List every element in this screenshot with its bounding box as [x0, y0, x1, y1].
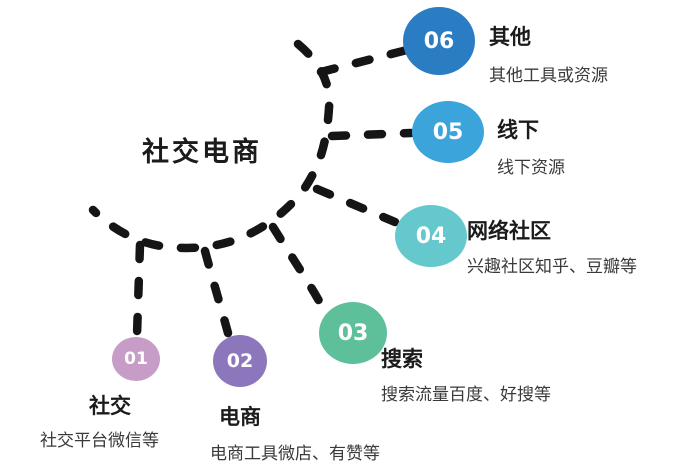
node-01-number: 01 [124, 349, 148, 369]
node-03-circle: 03 [319, 302, 387, 364]
node-06-number: 06 [423, 28, 455, 54]
diagram-title: 社交电商 [142, 137, 262, 168]
node-02-circle: 02 [213, 335, 267, 387]
node-02-number: 02 [226, 350, 254, 372]
node-01-circle: 01 [112, 337, 160, 381]
node-05-desc: 线下资源 [497, 158, 565, 178]
branch-line-05 [327, 128, 416, 141]
branch-line-06 [316, 45, 412, 77]
branch-line-03 [268, 222, 328, 313]
node-02-desc: 电商工具微店、有赞等 [210, 444, 380, 464]
branch-line-02 [200, 246, 233, 338]
trunk-line [88, 39, 334, 253]
branch-line-04 [312, 184, 400, 227]
node-05-number: 05 [432, 119, 464, 145]
node-03-number: 03 [337, 320, 369, 346]
node-04-number: 04 [415, 223, 447, 249]
node-06-desc: 其他工具或资源 [489, 66, 608, 86]
node-04-circle: 04 [395, 205, 467, 267]
node-06-label: 其他 [489, 25, 531, 49]
node-04-desc: 兴趣社区知乎、豆瓣等 [467, 257, 637, 277]
node-04-label: 网络社区 [467, 219, 551, 243]
node-01-label: 社交 [89, 394, 131, 418]
node-05-circle: 05 [412, 101, 484, 163]
node-06-circle: 06 [403, 7, 475, 75]
node-02-label: 电商 [219, 405, 261, 429]
node-01-desc: 社交平台微信等 [40, 431, 159, 451]
node-03-label: 搜索 [381, 347, 423, 371]
node-03-desc: 搜索流量百度、好搜等 [381, 385, 551, 405]
node-05-label: 线下 [497, 118, 539, 142]
branch-line-01 [132, 240, 145, 340]
